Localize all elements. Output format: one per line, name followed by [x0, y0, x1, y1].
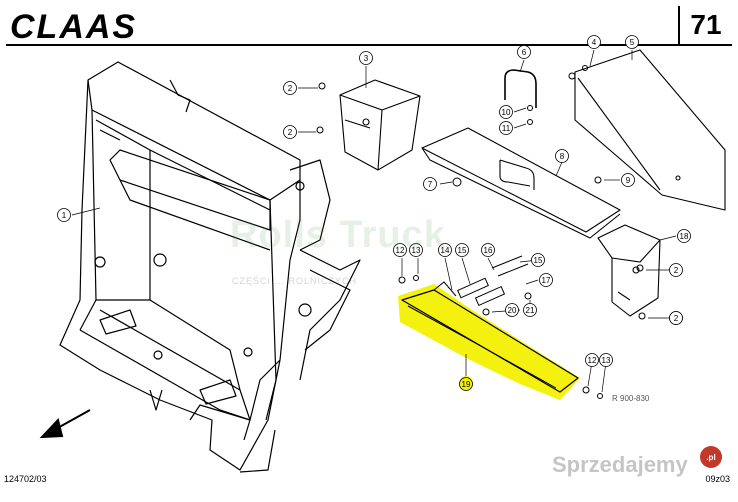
callout-label: 18	[680, 232, 689, 241]
callout-21: 21	[523, 303, 537, 317]
callout-label: 12	[396, 246, 405, 255]
callout-1: 1	[57, 208, 71, 222]
callout-label: 15	[534, 256, 543, 265]
callout-14: 14	[438, 243, 452, 257]
callout-9: 9	[621, 173, 635, 187]
main-frame	[59, 61, 361, 473]
callout-2: 2	[283, 81, 297, 95]
callout-label: 21	[526, 306, 535, 315]
callout-label: 11	[502, 124, 511, 133]
plate-5	[574, 49, 726, 211]
highlighted-step-19	[398, 281, 580, 400]
callout-2: 2	[283, 125, 297, 139]
callout-label: 4	[592, 38, 597, 47]
callout-15: 15	[455, 243, 469, 257]
callout-label: 10	[502, 108, 511, 117]
callout-12: 12	[585, 353, 599, 367]
highlight-shape	[398, 284, 580, 400]
callout-3: 3	[359, 51, 373, 65]
callout-10: 10	[499, 105, 513, 119]
callout-label: 12	[588, 356, 597, 365]
callout-17: 17	[539, 273, 553, 287]
callout-label: 1	[62, 211, 67, 220]
callout-label: 17	[542, 276, 551, 285]
page-number-box: 71	[678, 6, 732, 44]
header-divider	[6, 44, 732, 46]
callout-13: 13	[599, 353, 613, 367]
callout-label: 5	[630, 38, 635, 47]
callout-19: 19	[459, 377, 473, 391]
sheet-code: 09z03	[705, 474, 730, 484]
frame-outline	[59, 61, 301, 471]
callout-label: 16	[484, 246, 493, 255]
callout-label: 2	[288, 84, 293, 93]
callout-15: 15	[531, 253, 545, 267]
callout-16: 16	[481, 243, 495, 257]
site-badge: .pl	[700, 446, 722, 468]
callout-7: 7	[423, 177, 437, 191]
callout-label: 15	[458, 246, 467, 255]
small-hardware	[316, 65, 646, 399]
bracket-3	[339, 79, 421, 171]
callout-5: 5	[625, 35, 639, 49]
callout-label: 13	[412, 246, 421, 255]
site-watermark: Sprzedajemy	[552, 452, 688, 477]
leader-lines	[71, 49, 677, 393]
model-code: R 900-830	[612, 394, 650, 403]
callout-6: 6	[517, 45, 531, 59]
callout-2: 2	[669, 263, 683, 277]
callout-label: 6	[522, 48, 527, 57]
callout-layer: 1222223456789101112121313141515161718192…	[57, 35, 691, 391]
callout-label: 19	[462, 380, 471, 389]
callout-label: 2	[288, 128, 293, 137]
bracket-18	[597, 224, 661, 317]
callout-label: 20	[508, 306, 517, 315]
drawing-code: 124702/03	[4, 474, 47, 484]
watermark-subtitle: CZĘŚCI ... ROLNICZYCH	[232, 276, 358, 286]
cover-8	[421, 127, 621, 239]
callout-label: 13	[602, 356, 611, 365]
direction-arrow-icon	[39, 409, 91, 439]
callout-12: 12	[393, 243, 407, 257]
callout-label: 14	[441, 246, 450, 255]
callout-label: 7	[428, 180, 433, 189]
callout-18: 18	[677, 229, 691, 243]
callout-13: 13	[409, 243, 423, 257]
callout-2: 2	[669, 311, 683, 325]
callout-label: 8	[560, 152, 565, 161]
handle-6	[504, 69, 537, 108]
callout-label: 2	[674, 266, 679, 275]
page-number: 71	[690, 9, 722, 40]
callout-label: 9	[626, 176, 631, 185]
callout-8: 8	[555, 149, 569, 163]
claas-logo: CLAAS	[10, 8, 138, 46]
callout-11: 11	[499, 121, 513, 135]
callout-label: 2	[674, 314, 679, 323]
watermark-logo: Rolls Truck	[230, 214, 446, 256]
callout-label: 3	[364, 54, 369, 63]
callout-4: 4	[587, 35, 601, 49]
callout-20: 20	[505, 303, 519, 317]
